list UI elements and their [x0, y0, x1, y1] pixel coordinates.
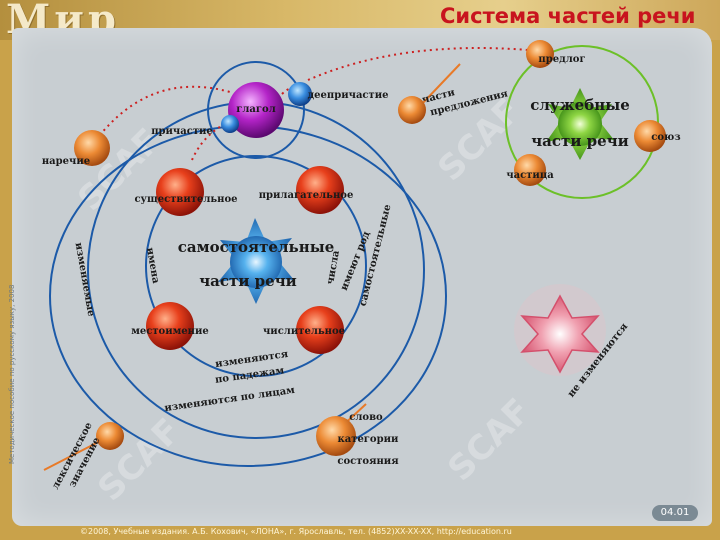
service-label-2: части речи	[531, 132, 629, 150]
preposition-label: предлог	[538, 54, 585, 65]
adjective-node	[296, 166, 344, 214]
adverb-label: наречие	[42, 156, 90, 167]
bottom-band	[0, 526, 720, 540]
dotted-link	[191, 117, 239, 161]
independent-core	[218, 218, 294, 304]
independent-label-1: самостоятельные	[178, 238, 335, 256]
participle-label: причастие	[151, 126, 213, 137]
side-caption: Методическое пособие по русскому языку, …	[8, 284, 16, 464]
pronoun-node	[146, 302, 194, 350]
gerund-node	[288, 82, 312, 106]
comet-tail	[419, 63, 461, 107]
outer-orbit	[49, 125, 447, 467]
service-orbit	[505, 45, 659, 199]
state-word-label-1: слово	[349, 412, 383, 423]
service-core	[546, 88, 614, 160]
noun-node	[156, 168, 204, 216]
inner-orbit	[145, 155, 367, 377]
preposition-node	[526, 40, 554, 68]
state-word-label-2: категории	[338, 434, 399, 445]
conjunction-node	[634, 120, 666, 152]
adjective-label: прилагательное	[259, 190, 354, 201]
numeral-label: числительное	[263, 326, 345, 337]
verb-label: глагол	[236, 104, 276, 115]
verb-node	[228, 82, 284, 138]
verb-orbit	[207, 61, 305, 159]
page-number-badge: 04.01	[652, 505, 698, 521]
ring-label-persons: изменяются по лицам	[164, 385, 296, 414]
particle-node	[514, 154, 546, 186]
participle-node	[221, 115, 239, 133]
noun-label: существительное	[134, 194, 237, 205]
gerund-label: деепричастие	[308, 90, 389, 101]
pink-star-icon	[514, 284, 606, 376]
state-word-label-3: состояния	[337, 456, 399, 467]
conjunction-label: союз	[651, 132, 680, 143]
service-label-1: служебные	[530, 96, 630, 114]
dotted-link	[307, 47, 529, 81]
footer-caption: ©2008, Учебные издания. А.Б. Кохович, «Л…	[80, 527, 512, 536]
dotted-link	[95, 85, 231, 141]
numeral-node	[296, 306, 344, 354]
ring-label-inflectable: изменяемые	[73, 242, 97, 318]
adverb-node	[74, 130, 110, 166]
independent-label-2: части речи	[199, 272, 297, 290]
page-title: Система частей речи	[440, 4, 696, 28]
lexical-node	[96, 422, 124, 450]
state-word-node	[316, 416, 356, 456]
particle-label: частица	[506, 170, 554, 181]
sentence-parts-node	[398, 96, 426, 124]
pronoun-label: местоимение	[131, 326, 209, 337]
